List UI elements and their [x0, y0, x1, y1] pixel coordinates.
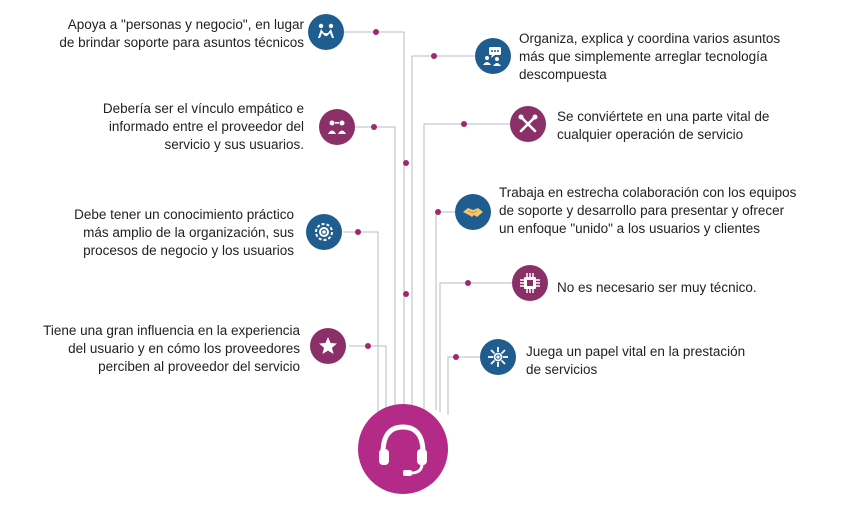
- text-line: de brindar soporte para asuntos técnicos: [59, 35, 304, 50]
- text-line: de servicios: [526, 362, 598, 377]
- text-line: informado entre el proveedor del: [108, 119, 304, 134]
- text-line: un enfoque "unido" a los usuarios y clie…: [499, 221, 761, 236]
- right-item-1-text: Organiza, explica y coordina varios asun…: [519, 30, 819, 84]
- text-line: más que simplemente arreglar tecnología: [519, 49, 768, 64]
- chip-icon: [512, 265, 548, 301]
- text-line: de soporte y desarrollo para presentar y…: [499, 203, 785, 218]
- text-line: Trabaja en estrecha colaboración con los…: [499, 185, 797, 200]
- text-line: más amplio de la organización, sus: [83, 225, 294, 240]
- left-item-1-text: Apoya a "personas y negocio", en lugar d…: [20, 16, 304, 52]
- support-people-icon: [308, 14, 344, 50]
- text-line: cualquier operación de servicio: [557, 127, 744, 142]
- text-line: No es necesario ser muy técnico.: [557, 280, 757, 295]
- text-line: descompuesta: [519, 67, 607, 82]
- left-item-3-text: Debe tener un conocimiento práctico más …: [40, 206, 294, 260]
- left-item-4-text: Tiene una gran influencia en la experien…: [10, 322, 300, 376]
- right-item-2-text: Se conviértete en una parte vital de cua…: [557, 108, 827, 144]
- right-item-3-text: Trabaja en estrecha colaboración con los…: [499, 184, 829, 238]
- text-line: procesos de negocio y los usuarios: [83, 243, 294, 258]
- organization-gear-icon: [306, 214, 342, 250]
- headset-hub: [358, 404, 448, 494]
- text-line: Apoya a "personas y negocio", en lugar: [67, 17, 304, 32]
- text-line: Tiene una gran influencia en la experien…: [43, 323, 300, 338]
- text-line: del usuario y en cómo los proveedores: [68, 341, 300, 356]
- text-line: Debe tener un conocimiento práctico: [74, 207, 294, 222]
- headset-icon: [379, 424, 427, 476]
- text-line: Se conviértete en una parte vital de: [557, 109, 770, 124]
- star-icon: [310, 328, 346, 364]
- service-network-icon: [480, 339, 516, 375]
- coordination-chat-icon: [475, 38, 511, 74]
- link-users-icon: [319, 109, 355, 145]
- text-line: perciben al proveedor del servicio: [98, 359, 300, 374]
- handshake-icon: [455, 194, 491, 230]
- left-item-2-text: Debería ser el vínculo empático e inform…: [60, 100, 304, 154]
- right-item-5-text: Juega un papel vital en la prestación de…: [526, 343, 806, 379]
- text-line: servicio y sus usuarios.: [164, 137, 304, 152]
- tools-icon: [510, 106, 546, 142]
- text-line: Organiza, explica y coordina varios asun…: [519, 31, 781, 46]
- text-line: Debería ser el vínculo empático e: [102, 101, 304, 116]
- text-line: Juega un papel vital en la prestación: [526, 344, 746, 359]
- right-item-4-text: No es necesario ser muy técnico.: [557, 279, 817, 297]
